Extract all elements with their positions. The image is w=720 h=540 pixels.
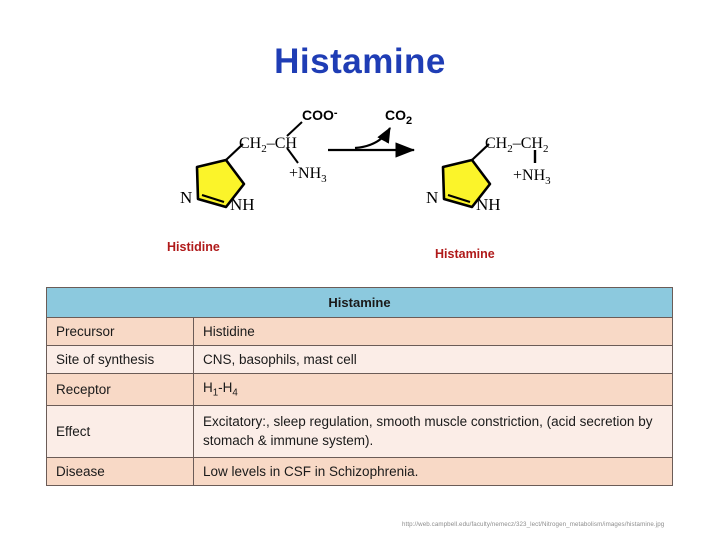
row-key-precursor: Precursor — [46, 317, 194, 346]
histamine-ring-nh-label: NH — [476, 195, 501, 214]
receptor-h4-sub: 4 — [232, 387, 238, 399]
histidine-structure: N NH CH2–CH COO- +NH3 — [180, 107, 338, 214]
histamine-ring-n-label: N — [426, 188, 438, 207]
histamine-bond-ring-ch2 — [471, 143, 490, 161]
histamine-ring-double-bond — [447, 193, 471, 204]
chemical-structures-svg: N NH CH2–CH COO- +NH3 CO2 N — [180, 107, 551, 214]
histamine-imidazole-ring — [441, 158, 492, 209]
histidine-ring-nh-label: NH — [230, 195, 255, 214]
row-value-precursor: Histidine — [193, 317, 673, 346]
row-key-disease: Disease — [46, 456, 194, 486]
histidine-ammonium-label: +NH3 — [289, 165, 327, 185]
source-url-caption: http://web.campbell.edu/faculty/nemecz/3… — [402, 521, 665, 528]
row-value-effect: Excitatory:, sleep regulation, smooth mu… — [193, 404, 673, 458]
table-header-title: Histamine — [46, 287, 673, 318]
histamine-info-table: Histamine Precursor Histidine Site of sy… — [46, 287, 673, 486]
histidine-caption: Histidine — [167, 240, 220, 254]
table-row-effect: Effect Excitatory:, sleep regulation, sm… — [46, 404, 673, 458]
histidine-carboxylate-label: COO- — [302, 107, 338, 123]
histamine-caption: Histamine — [435, 247, 495, 261]
histamine-ammonium-label: +NH3 — [513, 167, 551, 187]
table-row-precursor: Precursor Histidine — [46, 317, 673, 346]
row-key-effect: Effect — [46, 404, 194, 458]
histidine-bond-ch-coo — [286, 121, 303, 137]
histidine-ring-n-label: N — [180, 188, 192, 207]
histidine-bond-ring-ch2 — [225, 143, 244, 161]
row-key-receptor: Receptor — [46, 373, 194, 406]
histamine-structure: N NH CH2–CH2 +NH3 — [426, 135, 551, 214]
table-header-row: Histamine — [46, 287, 673, 318]
reaction-arrow-group: CO2 — [328, 107, 416, 158]
receptor-h4: H — [222, 380, 233, 395]
histamine-ch2-ch2-label: CH2–CH2 — [485, 135, 548, 155]
table-row-disease: Disease Low levels in CSF in Schizophren… — [46, 456, 673, 486]
histidine-bond-ch-nh3 — [286, 147, 299, 164]
row-value-site-of-synthesis: CNS, basophils, mast cell — [193, 345, 673, 374]
receptor-h1-sub: 1 — [212, 387, 219, 399]
reaction-diagram: N NH CH2–CH COO- +NH3 CO2 N — [150, 100, 570, 270]
page-title: Histamine — [274, 42, 446, 81]
table-row-receptor: Receptor H1-H4 — [46, 373, 673, 406]
row-value-receptor: H1-H4 — [193, 373, 673, 406]
row-value-disease: Low levels in CSF in Schizophrenia. — [193, 456, 673, 486]
histidine-ch2-ch-label: CH2–CH — [239, 135, 297, 155]
receptor-dash: - — [218, 380, 223, 395]
row-key-site-of-synthesis: Site of synthesis — [46, 345, 194, 374]
histidine-imidazole-ring — [195, 158, 246, 209]
co2-release-curve — [354, 127, 391, 150]
receptor-h1: H — [203, 380, 213, 395]
histidine-ring-double-bond — [201, 193, 225, 204]
co2-label: CO2 — [385, 107, 412, 127]
table-row-site-of-synthesis: Site of synthesis CNS, basophils, mast c… — [46, 345, 673, 374]
